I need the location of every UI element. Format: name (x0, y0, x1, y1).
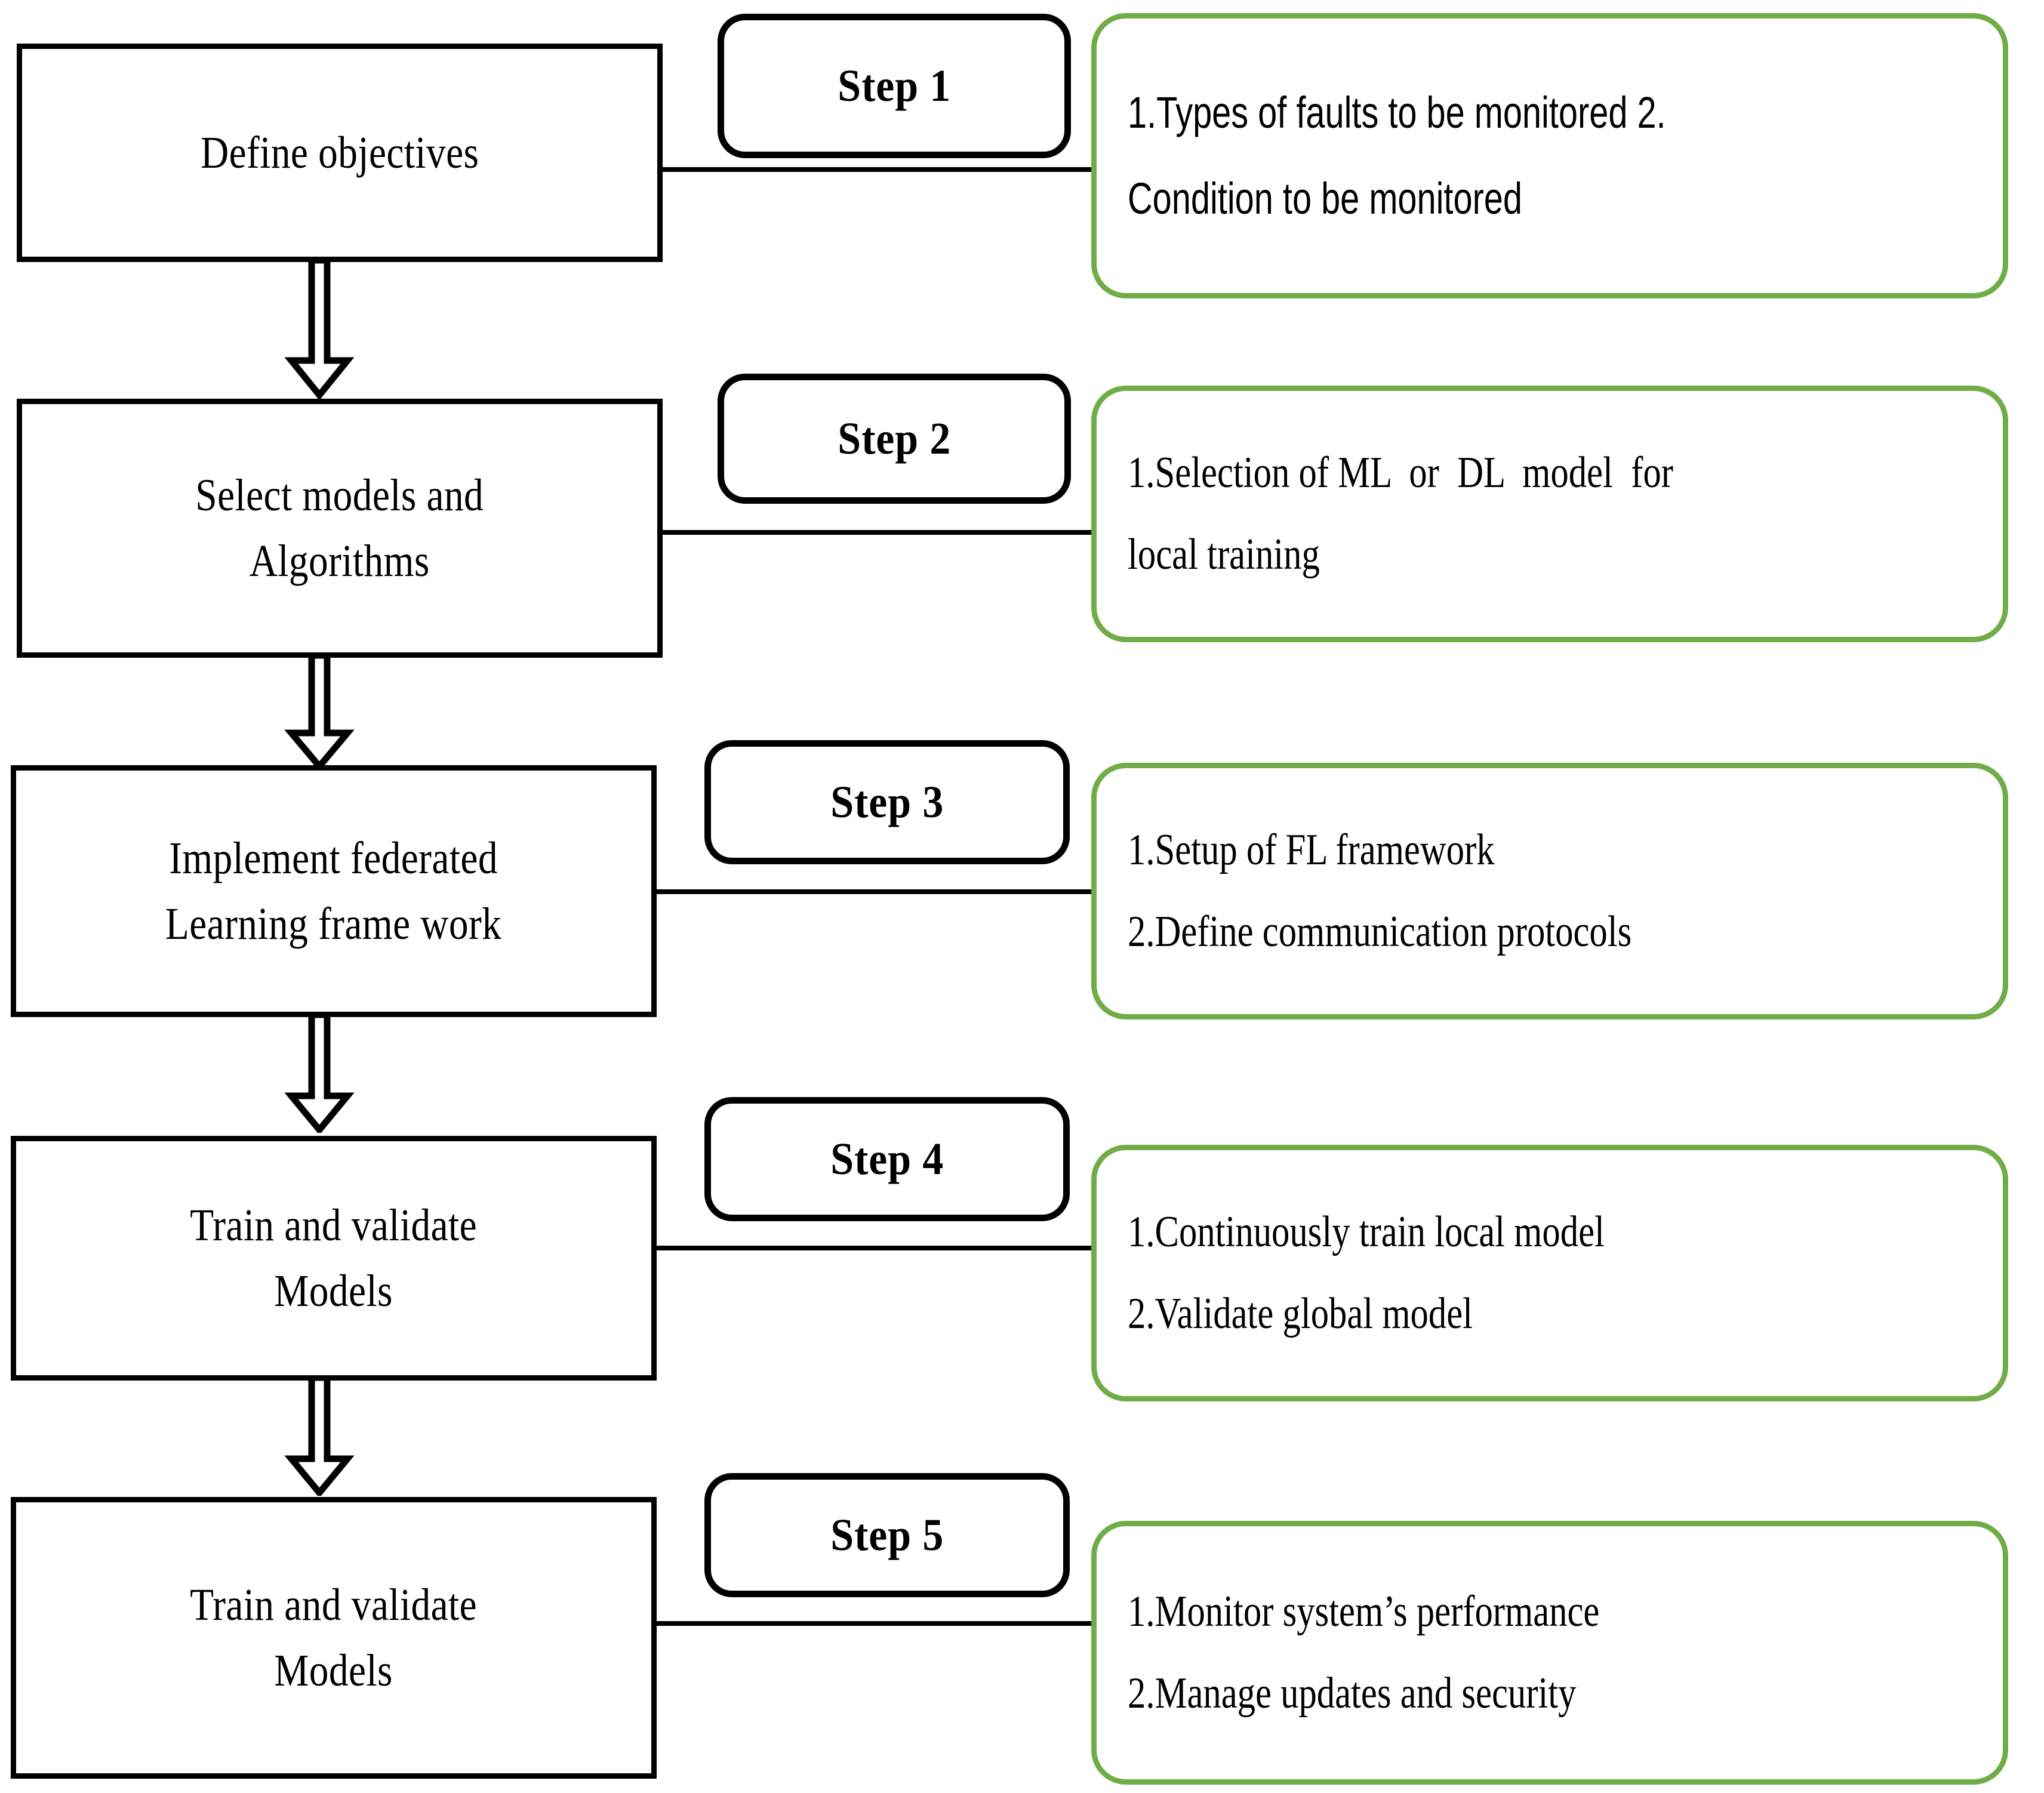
step-pill-2[interactable]: Step 2 (718, 374, 1071, 504)
process-box-3-label: Implement federated Learning frame work (165, 833, 502, 949)
step-pill-3-label: Step 3 (830, 777, 944, 827)
flow-arrow-3-to-4 (281, 1015, 358, 1133)
detail-box-2-line-1: 1.Selection of ML or DL model for (1128, 448, 1673, 498)
detail-box-1[interactable]: 1.Types of faults to be monitored 2. Con… (1091, 13, 2008, 298)
step-pill-5-label: Step 5 (830, 1509, 944, 1560)
detail-box-2-line-2: local training (1128, 530, 1320, 579)
step-pill-1[interactable]: Step 1 (718, 14, 1071, 158)
step-pill-2-label: Step 2 (837, 413, 952, 464)
detail-box-1-line-1: 1.Types of faults to be monitored 2. (1128, 87, 1666, 137)
process-box-5[interactable]: Train and validate Models (11, 1497, 657, 1779)
process-box-3[interactable]: Implement federated Learning frame work (11, 765, 657, 1017)
process-box-5-label: Train and validate Models (190, 1579, 478, 1696)
connector-line-5 (657, 1621, 1098, 1626)
process-box-2-label: Select models and Algorithms (195, 470, 484, 586)
connector-line-2 (663, 530, 1098, 535)
process-box-1-label: Define objectives (200, 127, 479, 178)
detail-box-3-line-1: 1.Setup of FL framework (1128, 825, 1495, 875)
detail-box-5-line-1: 1.Monitor system’s performance (1128, 1587, 1600, 1637)
detail-box-3-line-2: 2.Define communication protocols (1128, 907, 1632, 956)
step-pill-4-label: Step 4 (830, 1133, 944, 1184)
process-box-1[interactable]: Define objectives (17, 44, 663, 262)
process-box-4-label: Train and validate Models (190, 1200, 478, 1316)
flow-arrow-4-to-5 (281, 1378, 358, 1496)
detail-box-1-line-2: Condition to be monitored (1128, 174, 1523, 223)
detail-box-4-line-2: 2.Validate global model (1128, 1289, 1473, 1338)
flow-arrow-2-to-3 (281, 655, 358, 769)
process-box-4[interactable]: Train and validate Models (11, 1136, 657, 1381)
connector-line-1 (663, 167, 1098, 172)
connector-line-4 (657, 1246, 1098, 1250)
connector-line-3 (657, 889, 1098, 894)
flow-arrow-1-to-2 (281, 260, 358, 399)
detail-box-4[interactable]: 1.Continuously train local model 2.Valid… (1091, 1145, 2008, 1401)
process-box-2[interactable]: Select models and Algorithms (17, 399, 663, 658)
step-pill-1-label: Step 1 (837, 60, 952, 111)
step-pill-4[interactable]: Step 4 (704, 1097, 1070, 1221)
detail-box-4-line-1: 1.Continuously train local model (1128, 1207, 1605, 1257)
detail-box-3[interactable]: 1.Setup of FL framework 2.Define communi… (1091, 763, 2008, 1019)
step-pill-5[interactable]: Step 5 (704, 1473, 1070, 1597)
detail-box-2[interactable]: 1.Selection of ML or DL model for local … (1091, 386, 2008, 642)
detail-box-5-line-2: 2.Manage updates and security (1128, 1669, 1577, 1718)
detail-box-5[interactable]: 1.Monitor system’s performance 2.Manage … (1091, 1521, 2008, 1785)
step-pill-3[interactable]: Step 3 (704, 740, 1070, 864)
